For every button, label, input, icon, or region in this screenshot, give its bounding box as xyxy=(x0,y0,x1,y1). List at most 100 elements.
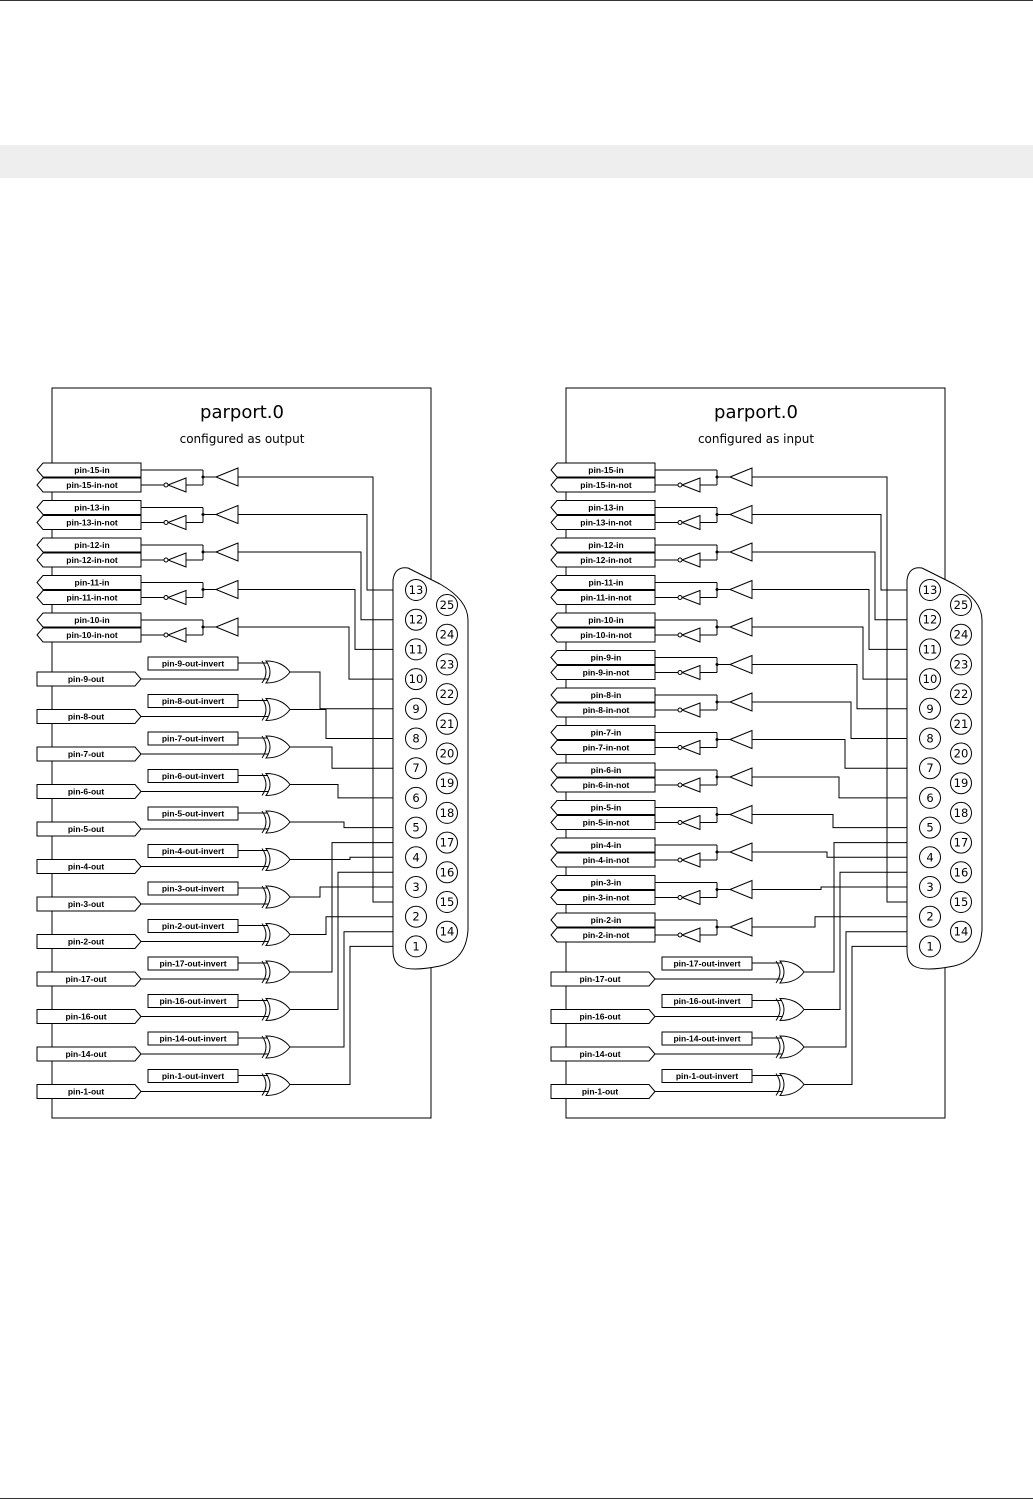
inverter-icon-bubble xyxy=(677,670,683,675)
connector-pin-label: 22 xyxy=(440,687,455,701)
component-title: parport.0 xyxy=(714,402,798,423)
junction-dot xyxy=(201,625,205,629)
signal-in-label: pin-6-in xyxy=(591,765,622,775)
connector-pin-label: 6 xyxy=(926,791,933,805)
connector-pin-12: 12 xyxy=(919,608,941,631)
connector-outline xyxy=(906,567,983,970)
component-title: parport.0 xyxy=(200,402,284,423)
connector-pin-23: 23 xyxy=(436,653,458,676)
connector-pin-3: 3 xyxy=(919,876,941,898)
connector-pin-label: 1 xyxy=(926,939,933,953)
signal-out-label: pin-2-out xyxy=(68,937,105,947)
wire-to-pin-17 xyxy=(290,842,437,973)
junction-dot xyxy=(715,513,719,516)
signal-out-box xyxy=(550,1046,656,1062)
connector-pin-4: 4 xyxy=(405,846,427,869)
signal-in-not-label: pin-13-in-not xyxy=(580,518,632,528)
connector-pin-label: 14 xyxy=(954,925,969,939)
xor-gate-icon xyxy=(265,885,291,909)
top-rule xyxy=(0,0,1033,1)
signal-in-label: pin-7-in xyxy=(591,728,622,738)
xor-gate-icon xyxy=(779,960,805,984)
junction-dot xyxy=(201,475,205,479)
signal-in-not-label: pin-3-in-not xyxy=(583,893,630,903)
signal-out-label: pin-16-out xyxy=(579,1012,620,1022)
inverter-icon-bubble xyxy=(677,895,683,900)
signal-invert-label: pin-17-out-invert xyxy=(673,959,740,969)
input-pin-group-10: pin-10-in pin-10-in-not xyxy=(550,612,920,680)
junction-dot xyxy=(201,588,205,591)
connector-pin-19: 19 xyxy=(436,772,458,795)
connector-pin-7: 7 xyxy=(919,757,941,780)
connector-pin-1: 1 xyxy=(919,935,941,958)
inverter-icon-bubble xyxy=(677,482,683,488)
connector-pin-21: 21 xyxy=(436,712,458,735)
connector-pin-16: 16 xyxy=(436,861,458,884)
xor-gate-icon xyxy=(265,660,291,684)
signal-in-label: pin-5-in xyxy=(591,803,622,813)
signal-out-box xyxy=(36,746,142,762)
signal-in-not-label: pin-11-in-not xyxy=(67,593,118,603)
connector-pin-label: 25 xyxy=(954,598,969,612)
connector-pin-14: 14 xyxy=(950,920,972,943)
inverter-icon-bubble xyxy=(677,557,683,563)
signal-in-not-label: pin-10-in-not xyxy=(580,630,632,640)
signal-invert-label: pin-17-out-invert xyxy=(159,959,226,969)
component-subtitle: configured as input xyxy=(698,432,814,446)
connector-pin-label: 16 xyxy=(954,865,969,879)
xor-gate-icon xyxy=(779,1035,805,1059)
signal-in-not-label: pin-12-in-not xyxy=(580,555,632,565)
connector-pin-label: 17 xyxy=(954,836,969,850)
signal-invert-label: pin-9-out-invert xyxy=(162,659,224,669)
connector-pin-21: 21 xyxy=(950,712,972,735)
connector-pin-18: 18 xyxy=(436,801,458,824)
bottom-rule xyxy=(0,1498,1033,1499)
connector-pin-label: 5 xyxy=(412,821,419,835)
wire-to-pin-17 xyxy=(804,842,951,973)
signal-out-box xyxy=(36,1046,142,1062)
input-pin-group-5: pin-5-in pin-5-in-not xyxy=(550,800,920,831)
connector-pin-label: 19 xyxy=(440,776,455,790)
connector-pin-label: 15 xyxy=(440,895,455,909)
signal-out-box xyxy=(36,1009,142,1024)
signal-in-not-label: pin-5-in-not xyxy=(583,818,630,828)
connector-outline xyxy=(392,567,469,970)
connector-pin-label: 2 xyxy=(412,910,419,924)
junction-dot xyxy=(715,925,719,929)
junction-dot xyxy=(715,700,719,704)
connector-pin-4: 4 xyxy=(919,846,941,869)
header-band xyxy=(0,145,1033,178)
connector-pin-label: 13 xyxy=(409,583,424,597)
connector-pin-label: 7 xyxy=(412,761,419,775)
connector-pin-label: 11 xyxy=(923,642,938,656)
connector-pin-label: 11 xyxy=(409,642,424,656)
connector-pin-label: 9 xyxy=(926,702,933,716)
wire-to-pin-4 xyxy=(752,851,920,858)
signal-invert-label: pin-5-out-invert xyxy=(162,809,224,819)
xor-gate-icon xyxy=(265,922,291,947)
wire-to-pin-7 xyxy=(290,746,406,769)
junction-dot xyxy=(201,550,205,554)
signal-in-not-label: pin-7-in-not xyxy=(583,743,630,753)
connector-pin-10: 10 xyxy=(405,668,427,691)
connector-pin-label: 14 xyxy=(440,925,455,939)
xor-gate-icon xyxy=(265,697,291,722)
connector-pin-label: 4 xyxy=(412,850,419,864)
connector-pin-2: 2 xyxy=(405,905,427,928)
signal-in-label: pin-10-in xyxy=(588,615,623,625)
wire-to-pin-16 xyxy=(290,871,437,1010)
signal-in-label: pin-10-in xyxy=(74,615,109,625)
connector-pin-9: 9 xyxy=(919,697,941,720)
inverter-icon-bubble xyxy=(677,745,683,750)
signal-in-not-label: pin-2-in-not xyxy=(583,930,630,940)
